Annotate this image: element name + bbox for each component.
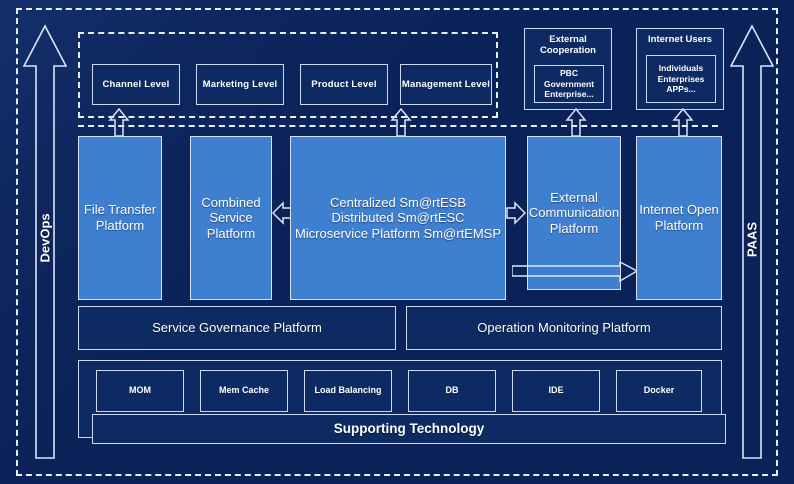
internet-users-box[interactable]: Internet Users Individuals Enterprises A… [636, 28, 724, 110]
level-box-product[interactable]: Product Level [300, 64, 388, 105]
governance-box-monitoring[interactable]: Operation Monitoring Platform [406, 306, 722, 350]
governance-box-service[interactable]: Service Governance Platform [78, 306, 396, 350]
business-levels-group [78, 32, 498, 118]
platform-box-esb-label: Centralized Sm@rtESB Distributed Sm@rtES… [294, 194, 502, 241]
supporting-technology-banner-label: Supporting Technology [333, 420, 485, 436]
external-cooperation-inner-label: PBC Government Enterprise... [543, 68, 595, 100]
connector-arrow-right-long-internet-open [512, 262, 638, 284]
level-box-channel-label: Channel Level [102, 78, 170, 90]
connector-arrow-up-internet-open [672, 108, 694, 136]
supporting-technology-banner: Supporting Technology [92, 414, 726, 444]
platform-box-file-transfer-label: File Transfer Platform [83, 202, 157, 233]
connector-arrow-right-esb-to-external [506, 200, 526, 226]
platform-box-external-communication-label: External Communication Platform [528, 189, 620, 236]
layer-separator-line [78, 125, 718, 127]
tech-box-docker-label: Docker [643, 385, 675, 396]
level-box-management-label: Management Level [401, 78, 491, 90]
tech-box-db-label: DB [445, 385, 459, 396]
internet-users-title: Internet Users [648, 34, 712, 45]
tech-box-db[interactable]: DB [408, 370, 496, 412]
level-box-channel[interactable]: Channel Level [92, 64, 180, 105]
platform-box-internet-open[interactable]: Internet Open Platform [636, 136, 722, 300]
external-cooperation-title: External Cooperation [540, 34, 596, 57]
governance-box-service-label: Service Governance Platform [152, 320, 322, 336]
tech-box-docker[interactable]: Docker [616, 370, 702, 412]
level-box-product-label: Product Level [311, 78, 377, 90]
paas-label: PAAS [744, 221, 760, 258]
connector-arrow-up-file-transfer [108, 108, 130, 136]
internet-users-inner-label: Individuals Enterprises APPs... [657, 63, 705, 95]
platform-box-combined-service-label: Combined Service Platform [201, 194, 261, 241]
external-cooperation-inner-box: PBC Government Enterprise... [534, 65, 604, 103]
platform-box-internet-open-label: Internet Open Platform [639, 202, 719, 233]
outer-dashed-frame [16, 8, 778, 476]
connector-arrow-up-esb [390, 108, 412, 136]
platform-box-combined-service[interactable]: Combined Service Platform [190, 136, 272, 300]
tech-box-load-balancing-label: Load Balancing [314, 385, 382, 396]
devops-label: DevOps [37, 213, 53, 263]
tech-box-load-balancing[interactable]: Load Balancing [304, 370, 392, 412]
tech-box-ide[interactable]: IDE [512, 370, 600, 412]
tech-box-mem-cache-label: Mem Cache [218, 385, 270, 396]
level-box-management[interactable]: Management Level [400, 64, 492, 105]
tech-box-mom[interactable]: MOM [96, 370, 184, 412]
governance-box-monitoring-label: Operation Monitoring Platform [477, 320, 651, 336]
platform-box-file-transfer[interactable]: File Transfer Platform [78, 136, 162, 300]
internet-users-inner-box: Individuals Enterprises APPs... [646, 55, 716, 103]
level-box-marketing-label: Marketing Level [202, 78, 278, 90]
paas-arrow: PAAS [729, 22, 775, 462]
tech-box-ide-label: IDE [548, 385, 564, 396]
platform-box-external-communication[interactable]: External Communication Platform [527, 136, 621, 290]
devops-arrow: DevOps [22, 22, 68, 462]
level-box-marketing[interactable]: Marketing Level [196, 64, 284, 105]
platform-box-esb[interactable]: Centralized Sm@rtESB Distributed Sm@rtES… [290, 136, 506, 300]
tech-box-mem-cache[interactable]: Mem Cache [200, 370, 288, 412]
tech-box-mom-label: MOM [129, 385, 151, 396]
connector-arrow-up-external-communication [565, 108, 587, 136]
connector-arrow-left-esb-to-combined [272, 200, 292, 226]
external-cooperation-box[interactable]: External Cooperation PBC Government Ente… [524, 28, 612, 110]
